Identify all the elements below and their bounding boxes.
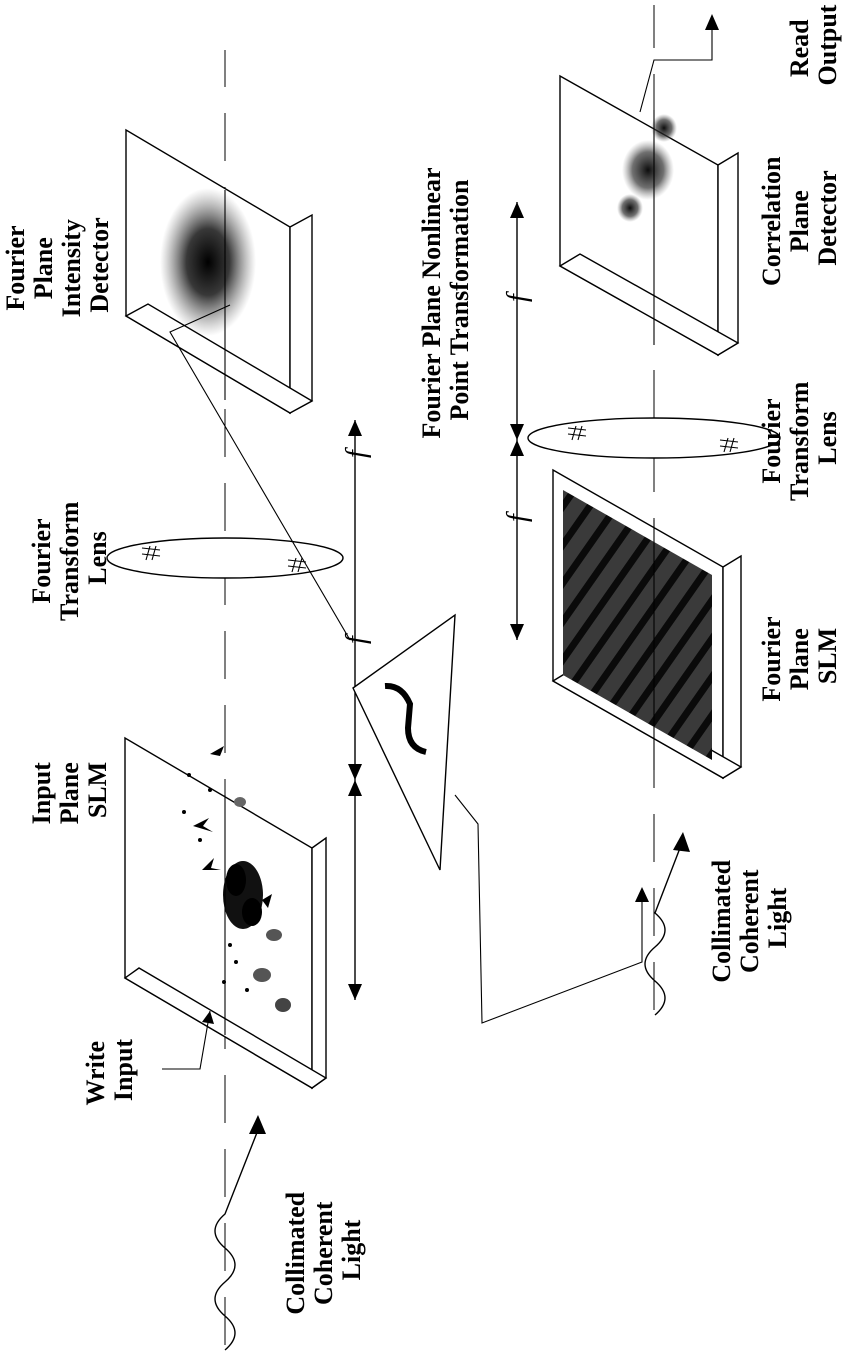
- focal-dimension-upper-2: [510, 202, 524, 440]
- input-plane-slm: [123, 736, 328, 1090]
- collimated-light-arrowhead-2: [673, 832, 690, 852]
- label-ft-lens-2: Fourier Transform Lens: [757, 375, 842, 501]
- focal-dimension-lower-1: [348, 780, 362, 1000]
- label-nonlinear-transform: Fourier Plane Nonlinear Point Transforma…: [417, 161, 474, 438]
- write-input-arrowhead: [202, 1011, 214, 1024]
- label-input-plane-slm: Input Plane SLM: [27, 756, 112, 825]
- focal-label-upper-2: f: [502, 291, 533, 302]
- lower-train: f f: [106, 50, 372, 1351]
- focal-label-lower-2: f: [341, 447, 372, 458]
- label-write-input: Write Input: [81, 1035, 138, 1106]
- label-ft-lens-1: Fourier Transform Lens: [27, 495, 112, 621]
- collimated-light-wave-1: [214, 1129, 259, 1351]
- read-output-line: [639, 30, 713, 113]
- fourier-transform-lens-1: [106, 537, 344, 579]
- upper-train: f f: [502, 5, 781, 1016]
- fourier-plane-intensity-detector: [124, 128, 314, 415]
- read-output-arrowhead: [705, 14, 719, 30]
- label-fourier-plane-slm: Fourier Plane SLM: [757, 610, 842, 701]
- collimated-light-arrowhead-1: [249, 1115, 266, 1134]
- focal-dimension-lower-2: [348, 420, 362, 780]
- label-correlation-detector: Correlation Plane Detector: [757, 150, 842, 286]
- labels: Input Plane SLM Write Input Collimated C…: [1, 4, 842, 1314]
- focal-label-upper-1: f: [502, 511, 533, 522]
- write-input-arrow: [162, 1010, 211, 1070]
- label-collimated-light-1: Collimated Coherent Light: [281, 1185, 366, 1314]
- input-scene: [182, 746, 291, 1012]
- fourier-slm-write-arrowhead: [635, 887, 649, 902]
- nonlinear-transform-triangle: [352, 613, 456, 871]
- label-intensity-detector: Fourier Plane Intensity Detector: [1, 213, 114, 318]
- collimated-light-wave-2: [644, 847, 681, 1016]
- label-read-output: Read Output: [785, 4, 842, 85]
- focal-label-lower-1: f: [341, 633, 372, 644]
- focal-dimension-upper-1: [510, 440, 524, 640]
- correlation-plane-detector: [558, 74, 740, 357]
- nonlinear-transform-block: [169, 304, 649, 1024]
- fourier-plane-slm: [551, 468, 743, 780]
- fourier-transform-lens-2: [527, 417, 781, 459]
- label-collimated-light-2: Collimated Coherent Light: [707, 853, 792, 982]
